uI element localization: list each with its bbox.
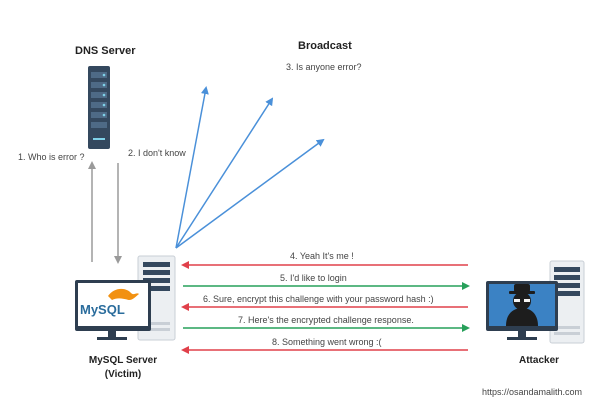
attacker-tower-icon [549,260,585,344]
mysql-monitor-icon [75,280,151,340]
hacker-icon [506,284,538,326]
attacker-label: Attacker [519,355,560,366]
mysql-logo-text: MySQL [80,302,125,317]
step-login-label: 5. I'd like to login [280,273,347,283]
dns-server-label: DNS Server [75,45,136,57]
arrow-broadcast-2 [175,97,274,249]
step-challenge-label: 6. Sure, encrypt this challenge with you… [203,294,434,304]
step-anyone-label: 3. Is anyone error? [286,62,362,72]
step-who-is-label: 1. Who is error ? [18,152,85,162]
dolphin-icon [108,288,139,300]
step-went-wrong-label: 8. Something went wrong :( [272,337,382,347]
victim-label: (Victim) [104,369,142,380]
footer-url: https://osandamalith.com [482,387,583,397]
mysql-server-label: MySQL Server [88,355,158,366]
step-response-label: 7. Here's the encrypted challenge respon… [238,315,414,325]
step-yeah-label: 4. Yeah It's me ! [290,251,354,261]
step-dont-know-label: 2. I don't know [128,148,186,158]
dns-server-icon [88,66,110,149]
arrow-broadcast-1 [175,86,209,249]
arrow-broadcast-3 [175,138,325,249]
broadcast-label: Broadcast [298,40,352,52]
